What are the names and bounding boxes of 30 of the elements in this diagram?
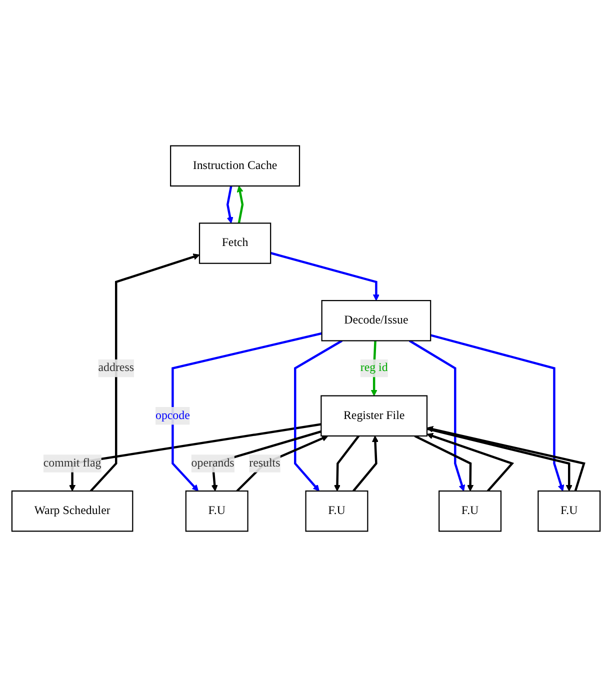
arrow: [90, 254, 200, 492]
node-box: Decode/Issue: [321, 300, 432, 342]
arrow: [69, 423, 322, 492]
node-box: F.U: [305, 490, 368, 532]
arrow: [408, 340, 466, 492]
arrow: [352, 436, 378, 492]
arrow: [172, 332, 322, 492]
arrow: [334, 435, 360, 492]
arrow: [236, 435, 328, 492]
edge-label: results: [249, 456, 280, 470]
edge-label: reg id: [360, 362, 388, 374]
arrow: [294, 340, 343, 492]
node-box: F.U: [538, 490, 601, 532]
edge-label: address: [98, 362, 134, 374]
arrow: [414, 434, 474, 492]
arrow: [270, 252, 380, 301]
arrow: [236, 186, 244, 224]
edge-label: commit flag: [43, 456, 102, 470]
edge-label: opcode: [156, 409, 190, 422]
node-box: F.U: [185, 490, 248, 532]
edge-label: operands: [191, 456, 234, 470]
arrow: [430, 334, 564, 492]
arrow: [426, 432, 514, 492]
node-box: Warp Scheduler: [11, 490, 134, 532]
node-box: F.U: [438, 490, 502, 532]
node-box: Instruction Cache: [170, 145, 300, 187]
node-box: Register File: [320, 395, 428, 437]
arrow: [226, 186, 234, 224]
arrow: [211, 430, 322, 492]
node-box: Fetch: [198, 222, 272, 264]
